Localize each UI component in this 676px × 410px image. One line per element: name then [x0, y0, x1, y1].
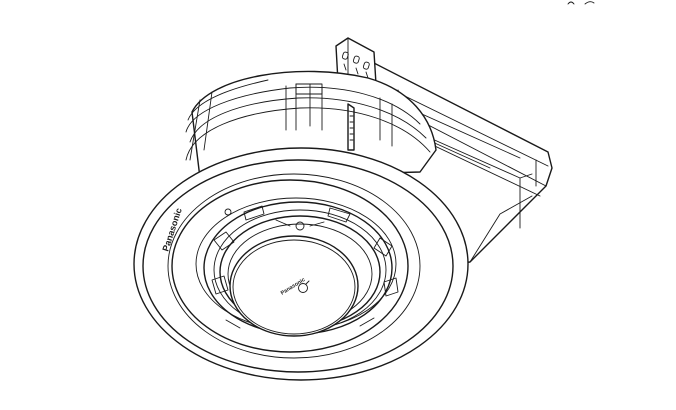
- dome-cover: Panasonic: [229, 235, 359, 337]
- corner-mark: [567, 1, 575, 5]
- camera-housing: [185, 70, 437, 179]
- status-led-icon: [298, 283, 308, 293]
- corner-mark-2: [584, 1, 595, 5]
